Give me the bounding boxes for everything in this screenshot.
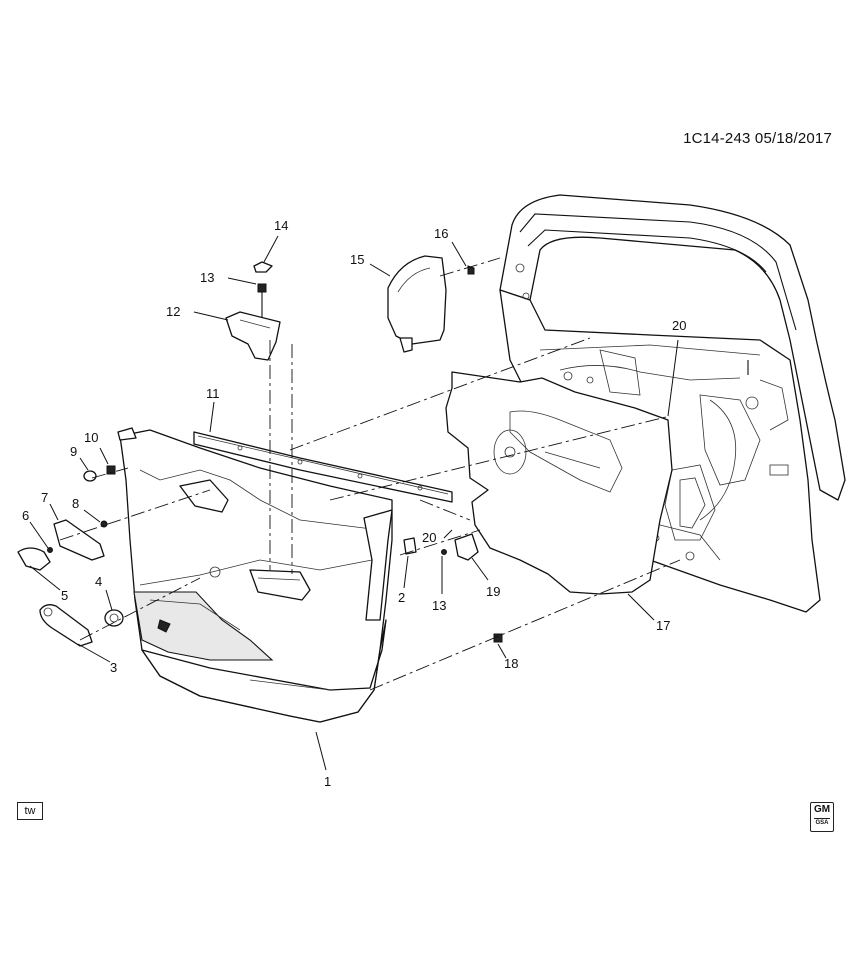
alignment-lines: [59, 257, 681, 691]
gm-logo-subtext: GSA: [814, 818, 830, 826]
door-trim-panel: [117, 427, 393, 723]
callout-1: 1: [324, 774, 331, 789]
gm-logo-text: GM: [813, 804, 831, 815]
callout-10: 10: [84, 430, 98, 445]
callout-19: 19: [486, 584, 500, 599]
callout-20-lower: 20: [422, 530, 436, 545]
callout-18: 18: [504, 656, 518, 671]
callout-12: 12: [166, 304, 180, 319]
callout-17: 17: [656, 618, 670, 633]
callout-6: 6: [22, 508, 29, 523]
small-parts: [17, 465, 503, 647]
callout-9: 9: [70, 444, 77, 459]
callout-labels: 1 2 3 4 5 6 7 8 9 10 11 12 13 13 14 15 1…: [22, 218, 686, 789]
callout-7: 7: [41, 490, 48, 505]
leader-lines: [29, 235, 679, 771]
callout-4: 4: [95, 574, 102, 589]
pull-handle-bracket: [225, 261, 281, 361]
callout-13-upper: 13: [200, 270, 214, 285]
callout-14: 14: [274, 218, 288, 233]
callout-20-upper: 20: [672, 318, 686, 333]
callout-2: 2: [398, 590, 405, 605]
gm-logo: GM GSA: [810, 802, 834, 832]
callout-5: 5: [61, 588, 68, 603]
callout-11: 11: [206, 386, 220, 401]
document-id: 1C14-243 05/18/2017: [683, 130, 832, 147]
mirror-cover: [387, 255, 475, 353]
callout-15: 15: [350, 252, 364, 267]
belt-molding: [193, 431, 453, 503]
callout-13-lower: 13: [432, 598, 446, 613]
callout-3: 3: [110, 660, 117, 675]
callout-8: 8: [72, 496, 79, 511]
tw-badge: tw: [17, 802, 43, 820]
callout-16: 16: [434, 226, 448, 241]
